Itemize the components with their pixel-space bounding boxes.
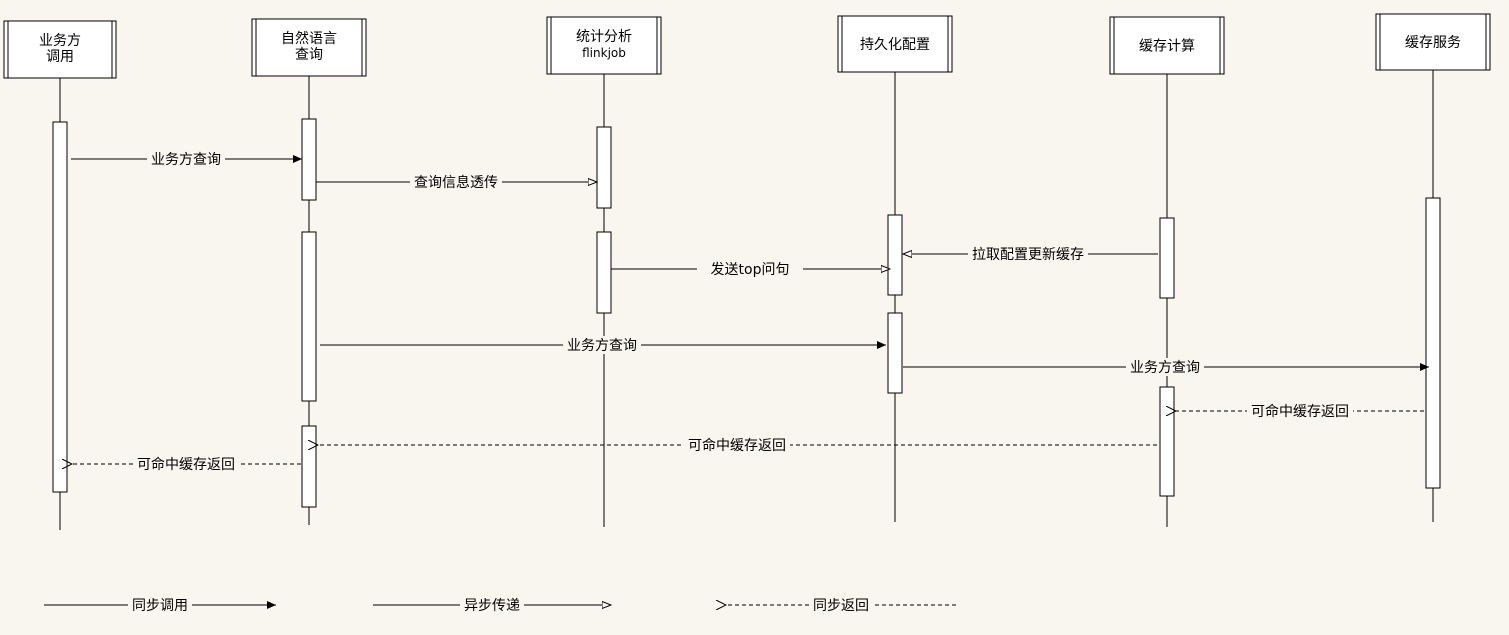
legend-sync: 同步调用 [44, 596, 276, 614]
message-async: 发送top问句 [611, 260, 890, 278]
participant-nlq-label-0: 自然语言 [281, 30, 337, 47]
message-async: 查询信息透传 [316, 173, 597, 191]
legend-return-label: 同步返回 [813, 598, 869, 614]
message-async-label: 查询信息透传 [414, 174, 498, 191]
message-return: 可命中缓存返回 [1176, 402, 1424, 420]
activation-bar [887, 214, 903, 296]
activation-bar [1159, 217, 1175, 299]
participant-biz-label-0: 业务方 [39, 33, 81, 49]
participant-cachec: 缓存计算 [1109, 16, 1225, 75]
message-async-label: 拉取配置更新缓存 [972, 247, 1084, 263]
participant-caches-label-0: 缓存服务 [1405, 35, 1461, 51]
message-return: 可命中缓存返回 [318, 436, 1157, 454]
message-sync-label: 业务方查询 [151, 152, 221, 168]
message-sync-label: 业务方查询 [567, 338, 637, 354]
legend-async-label: 异步传递 [464, 598, 520, 614]
activation-bar [301, 425, 317, 508]
activation-bar [301, 118, 317, 201]
activation-bar [301, 231, 317, 402]
message-return-label: 可命中缓存返回 [1251, 403, 1349, 420]
activation-bar [1159, 386, 1175, 497]
participant-nlq-label-1: 查询 [295, 47, 323, 63]
message-sync-label: 业务方查询 [1130, 360, 1200, 376]
message-async: 拉取配置更新缓存 [903, 245, 1158, 263]
participant-stats-label-1: flinkjob [582, 46, 626, 60]
participant-persist: 持久化配置 [837, 15, 953, 73]
message-sync: 业务方查询 [320, 336, 886, 354]
participant-cachec-label-0: 缓存计算 [1139, 39, 1195, 55]
message-return-label: 可命中缓存返回 [137, 456, 235, 473]
activation-bar [52, 121, 68, 493]
message-async-label: 发送top问句 [711, 262, 790, 278]
activation-bar [1425, 197, 1441, 489]
message-return: 可命中缓存返回 [72, 455, 301, 473]
legend-return: 同步返回 [726, 596, 956, 614]
activation-bar [596, 126, 612, 209]
message-return-label: 可命中缓存返回 [688, 437, 786, 454]
message-sync: 业务方查询 [903, 358, 1429, 376]
activation-bar [887, 312, 903, 394]
legend-sync-label: 同步调用 [132, 598, 188, 614]
legend-async: 异步传递 [373, 596, 611, 614]
participant-caches: 缓存服务 [1375, 13, 1491, 71]
message-sync: 业务方查询 [71, 150, 302, 168]
activation-bar [596, 231, 612, 314]
participant-stats-label-0: 统计分析 [576, 29, 632, 45]
participant-biz-label-1: 调用 [46, 49, 74, 65]
participant-persist-label-0: 持久化配置 [860, 37, 930, 53]
